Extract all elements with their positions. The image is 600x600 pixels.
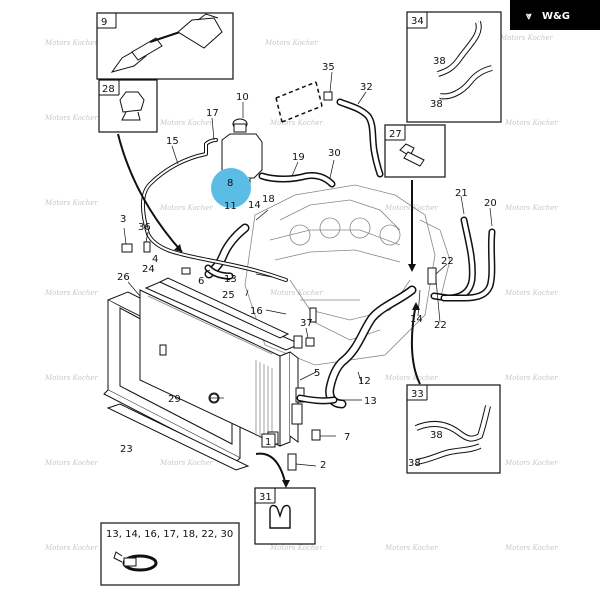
inset-33 [406, 384, 501, 474]
fasteners [121, 91, 437, 471]
inset-31-number: 31 [259, 492, 272, 503]
watermark: Motors Kocher [44, 39, 98, 47]
brand-logo: ⩔ W&G [510, 0, 600, 30]
inset-34-label: 38 [430, 99, 443, 110]
logo-text: W&G [542, 11, 570, 22]
callout-24: 24 [142, 264, 155, 275]
engine-block [244, 184, 451, 366]
watermark: Motors Kocher [504, 374, 558, 382]
callout-25: 25 [222, 290, 235, 301]
watermark: Motors Kocher [269, 289, 323, 297]
radiator [103, 277, 305, 471]
callout-26: 26 [117, 272, 130, 283]
callout-1: 1 [265, 437, 271, 448]
inset-34 [406, 11, 502, 123]
inset-33-label: 38 [430, 430, 443, 441]
inset-33-label: 38 [408, 458, 421, 469]
callout-30: 30 [328, 148, 341, 159]
watermark: Motors Kocher [159, 119, 213, 127]
watermark: Motors Kocher [44, 199, 98, 207]
inset-34-number: 34 [411, 16, 424, 27]
callout-13: 13 [224, 274, 237, 285]
callout-37: 37 [300, 318, 313, 329]
callout-19: 19 [292, 152, 305, 163]
callout-36: 36 [138, 222, 151, 233]
callout-6: 6 [198, 276, 204, 287]
callout-11: 11 [224, 201, 237, 212]
watermark: Motors Kocher [264, 39, 318, 47]
callout-35: 35 [322, 62, 335, 73]
watermark: Motors Kocher [504, 459, 558, 467]
watermark: Motors Kocher [504, 289, 558, 297]
callout-18: 18 [262, 194, 275, 205]
callout-14: 14 [248, 200, 261, 211]
inset-28-number: 28 [102, 84, 115, 95]
callout-22: 22 [441, 256, 454, 267]
inset-9-number: 9 [101, 17, 107, 28]
callout-32: 32 [360, 82, 373, 93]
callout-15: 15 [166, 136, 179, 147]
highlight-marker [211, 168, 251, 208]
watermark: Motors Kocher [384, 544, 438, 552]
callout-8: 8 [227, 178, 233, 189]
watermark: Motors Kocher [504, 204, 558, 212]
watermark: Motors Kocher [504, 544, 558, 552]
callout-20: 20 [484, 198, 497, 209]
callout-5: 5 [314, 368, 320, 379]
watermark: Motors Kocher [384, 374, 438, 382]
arrow-heads [174, 244, 420, 488]
inset-27 [384, 124, 446, 178]
watermark: Motors Kocher [499, 34, 553, 42]
inset-arrows [117, 133, 421, 487]
inset-clamp [100, 522, 240, 586]
inset-34-label: 38 [433, 56, 446, 67]
inset-9 [96, 12, 234, 80]
callout-13: 13 [364, 396, 377, 407]
watermark: Motors Kocher [44, 459, 98, 467]
inset-31 [254, 487, 316, 545]
watermark: Motors Kocher [159, 204, 213, 212]
callout-7: 7 [344, 432, 350, 443]
callout-1-box [261, 433, 276, 448]
watermark: Motors Kocher [44, 289, 98, 297]
callout-4: 4 [152, 254, 158, 265]
callout-17: 17 [206, 108, 219, 119]
watermark: Motors Kocher [269, 544, 323, 552]
callout-3: 3 [120, 214, 126, 225]
logo-mark: ⩔ [525, 11, 532, 22]
expansion-tank [221, 118, 263, 189]
callout-22: 22 [434, 320, 447, 331]
callout-23: 23 [120, 444, 133, 455]
callout-2: 2 [320, 460, 326, 471]
watermark: Motors Kocher [44, 544, 98, 552]
callout-numbers: 2 3 4 5 6 7 10 12 13 13 14 14 15 16 17 1… [117, 62, 497, 471]
watermark: Motors Kocher [44, 374, 98, 382]
inset-28 [98, 79, 158, 133]
callout-14: 14 [410, 314, 423, 325]
inset-list-label: 13, 14, 16, 17, 18, 22, 30 [106, 529, 233, 540]
callout-21: 21 [455, 188, 468, 199]
watermark: Motors Kocher [504, 119, 558, 127]
inset-27-number: 27 [389, 129, 402, 140]
watermark: Motors Kocher [44, 114, 98, 122]
callout-29: 29 [168, 394, 181, 405]
inset-33-number: 33 [411, 389, 424, 400]
callout-10: 10 [236, 92, 249, 103]
callout-12: 12 [358, 376, 371, 387]
hoses [141, 98, 496, 409]
callout-16: 16 [250, 306, 263, 317]
leader-lines [123, 71, 493, 467]
dashed-bracket [275, 81, 323, 123]
watermark: Motors Kocher [159, 459, 213, 467]
watermark: Motors Kocher [269, 119, 323, 127]
